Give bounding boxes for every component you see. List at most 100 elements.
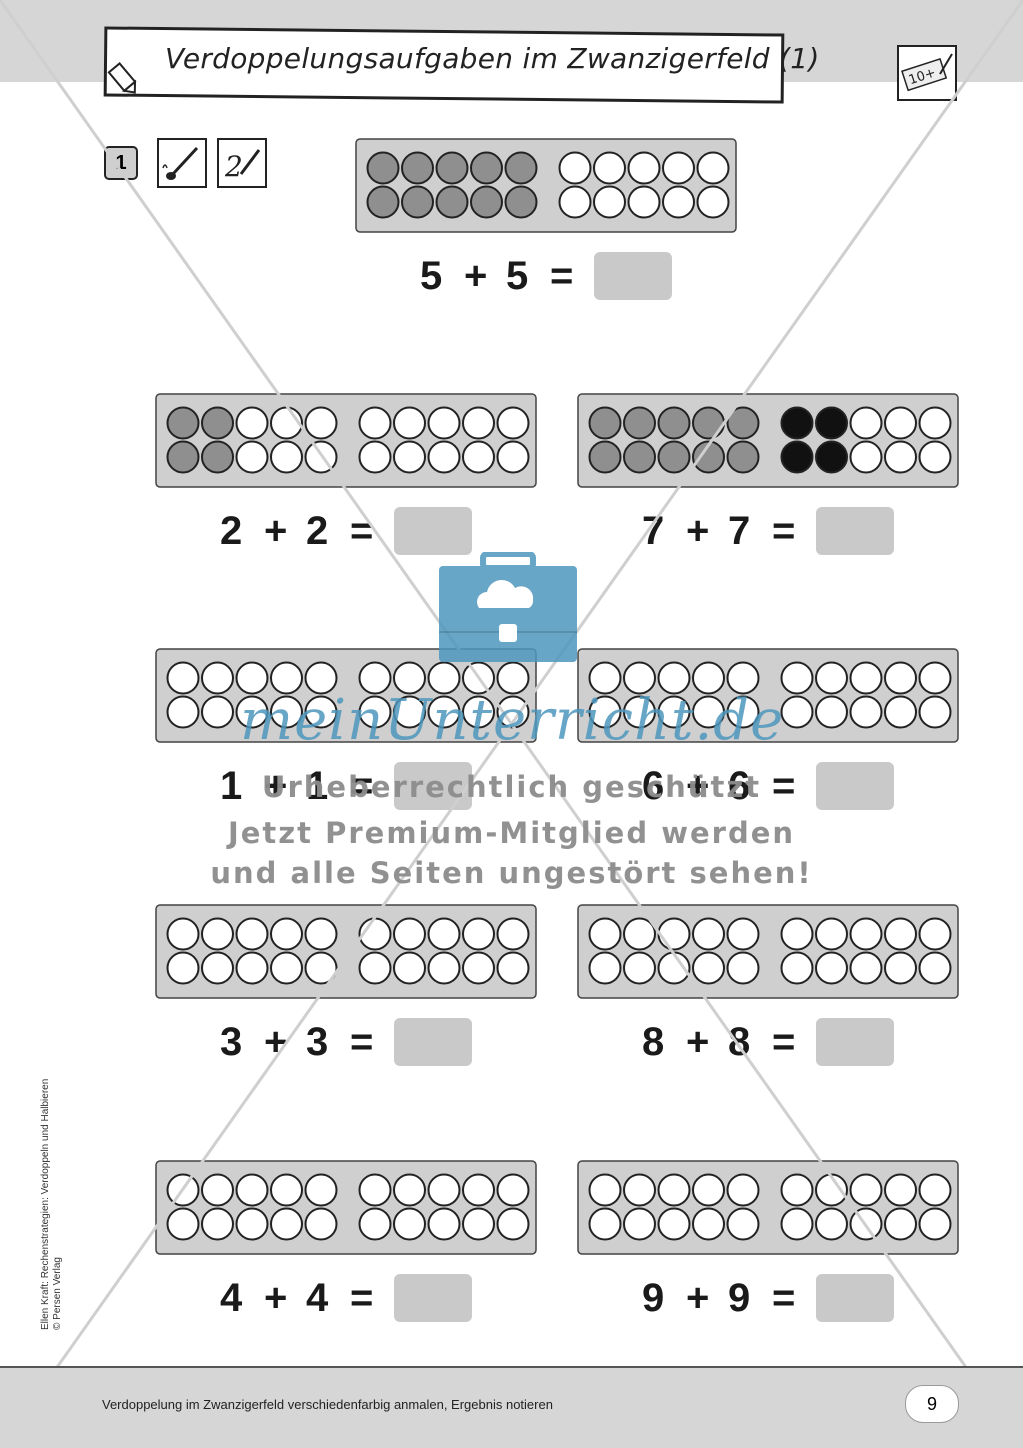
counter-dot [393, 1207, 426, 1241]
counter-dot [726, 406, 760, 440]
equation-operand-a: 7 [642, 509, 665, 553]
counter-dot [427, 1207, 461, 1241]
counter-dot [657, 1207, 691, 1241]
counter-dot [427, 1173, 461, 1207]
counter-dot [815, 440, 848, 474]
equals-sign: = [350, 509, 374, 553]
counter-dot [470, 151, 503, 185]
equation-operand-a: 2 [220, 509, 243, 553]
counter-dot [304, 951, 338, 985]
task-number-badge: 1 [104, 146, 138, 180]
counter-dot [588, 917, 622, 951]
counter-dot [692, 406, 725, 440]
counter-dot [662, 185, 695, 219]
twenty-field [577, 1160, 959, 1255]
counter-dot [166, 917, 200, 951]
equation-operand-b: 7 [728, 509, 751, 553]
equals-sign: = [550, 254, 574, 298]
counter-dot [657, 406, 691, 440]
plus-sign: + [464, 254, 488, 298]
counter-dot [588, 1173, 622, 1207]
equals-sign: = [772, 1020, 796, 1064]
counter-dot [588, 1207, 622, 1241]
counter-dot [692, 440, 725, 474]
twenty-field [355, 138, 737, 233]
answer-box[interactable] [394, 1274, 472, 1322]
counter-dot [166, 1207, 200, 1241]
counter-dot [918, 440, 952, 474]
counter-dot [401, 185, 434, 219]
counter-dot [623, 951, 656, 985]
counter-dot [726, 1207, 760, 1241]
counter-dot [726, 917, 760, 951]
counter-dot [696, 185, 730, 219]
counter-dot [780, 1207, 814, 1241]
counter-dot [884, 695, 917, 729]
counter-dot [593, 185, 626, 219]
counter-dot [201, 917, 234, 951]
counter-dot [623, 917, 656, 951]
counter-dot [657, 951, 691, 985]
answer-box[interactable] [394, 507, 472, 555]
side-credit: Ellen Kraft: Rechenstrategien: Verdoppel… [40, 1079, 64, 1330]
answer-box[interactable] [816, 507, 894, 555]
counter-dot [815, 1207, 848, 1241]
counter-dot [884, 661, 917, 695]
counter-dot [462, 917, 495, 951]
counter-dot [235, 1173, 269, 1207]
page-number: 9 [905, 1385, 959, 1423]
side-credit-line-2: © Persen Verlag [52, 1257, 63, 1330]
plus-sign: + [264, 1276, 288, 1320]
counter-dot [884, 1207, 917, 1241]
counter-dot [166, 1173, 200, 1207]
counter-dot [201, 1173, 234, 1207]
watermark-line-3: und alle Seiten ungestört sehen! [210, 856, 813, 890]
counter-dot [201, 440, 234, 474]
counter-dot [496, 1207, 530, 1241]
counter-dot [496, 1173, 530, 1207]
counter-dot [201, 951, 234, 985]
counter-dot [270, 951, 303, 985]
counter-dot [496, 917, 530, 951]
answer-box[interactable] [816, 1274, 894, 1322]
equals-sign: = [772, 1276, 796, 1320]
counter-dot [270, 1207, 303, 1241]
equation-operand-b: 3 [306, 1020, 329, 1064]
twenty-field [155, 393, 537, 488]
counter-dot [623, 1207, 656, 1241]
counter-dot [304, 917, 338, 951]
counter-dot [235, 440, 269, 474]
counter-dot [815, 661, 848, 695]
counter-dot [427, 917, 461, 951]
watermark-line-2: Jetzt Premium-Mitglied werden [227, 816, 796, 850]
twenty-field [155, 1160, 537, 1255]
counter-dot [884, 951, 917, 985]
counter-dot [166, 661, 200, 695]
counter-dot [358, 1173, 392, 1207]
counter-dot [304, 440, 338, 474]
counter-dot [462, 951, 495, 985]
twenty-field [577, 904, 959, 999]
equation-operand-b: 2 [306, 509, 329, 553]
counter-dot [358, 951, 392, 985]
answer-box[interactable] [594, 252, 672, 300]
counter-dot [558, 185, 592, 219]
counter-dot [496, 951, 530, 985]
footer-instruction: Verdoppelung im Zwanzigerfeld verschiede… [102, 1397, 553, 1412]
counter-dot [270, 440, 303, 474]
writing-pencil-icon: 2 [217, 138, 267, 188]
counter-dot [496, 440, 530, 474]
answer-box[interactable] [394, 1018, 472, 1066]
counter-dot [166, 951, 200, 985]
equation-operand-b: 4 [306, 1276, 329, 1320]
counter-dot [393, 1173, 426, 1207]
counter-dot [849, 695, 883, 729]
counter-dot [692, 1173, 725, 1207]
counter-dot [623, 440, 656, 474]
counter-dot [435, 151, 469, 185]
counter-dot [401, 151, 434, 185]
counter-dot [201, 695, 234, 729]
counter-dot [657, 1173, 691, 1207]
counter-dot [657, 440, 691, 474]
answer-box[interactable] [816, 1018, 894, 1066]
